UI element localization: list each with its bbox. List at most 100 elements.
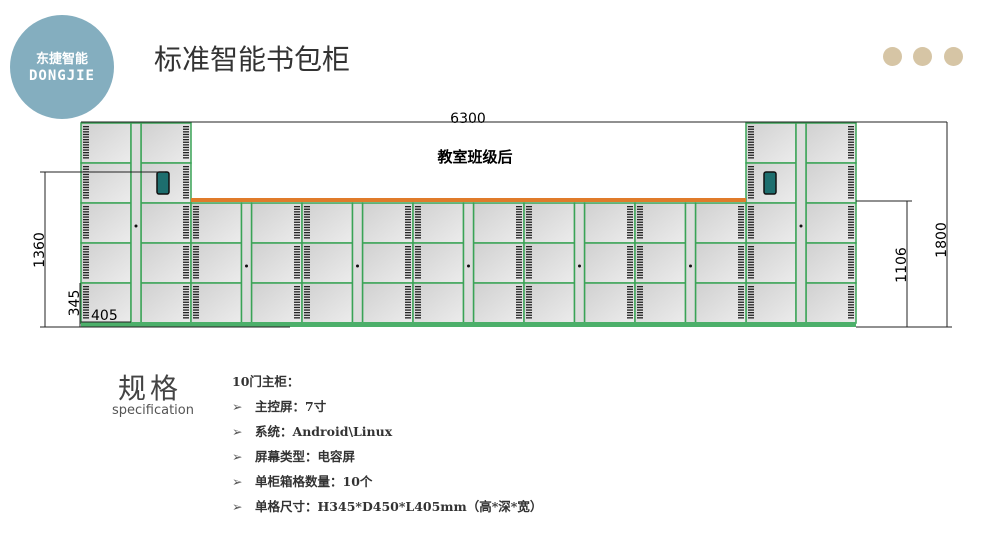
vent-slot xyxy=(848,312,854,314)
vent-slot xyxy=(848,251,854,253)
vent-slot xyxy=(83,309,89,311)
vent-slot xyxy=(83,253,89,256)
vent-slot xyxy=(294,264,300,266)
cabinet-strip xyxy=(240,202,253,324)
vent-slot xyxy=(848,237,854,239)
vent-slot xyxy=(738,274,744,276)
vent-slot xyxy=(193,256,199,258)
vent-slot xyxy=(193,314,199,316)
vent-slot xyxy=(294,208,300,210)
spec-heading: 规格 xyxy=(118,372,183,405)
vent-slot xyxy=(627,301,633,303)
vent-slot xyxy=(627,299,633,301)
vent-slot xyxy=(748,149,754,151)
vent-slot xyxy=(83,251,89,253)
vent-slot xyxy=(294,206,300,208)
vent-slot xyxy=(83,296,89,298)
vent-slot xyxy=(748,171,754,173)
vent-slot xyxy=(83,304,89,306)
arrow-right-icon: ➢ xyxy=(232,499,243,514)
vent-slot xyxy=(304,317,310,319)
vent-slot xyxy=(304,269,310,271)
vent-slot xyxy=(738,224,744,226)
vent-slot xyxy=(183,306,189,309)
vent-slot xyxy=(405,219,411,221)
vent-slot xyxy=(748,154,754,156)
spec-heading-en: specification xyxy=(112,403,194,418)
vent-slot xyxy=(526,286,532,288)
vent-slot xyxy=(83,152,89,154)
vent-slot xyxy=(848,197,854,199)
spec-list: 10门主柜： ➢主控屏：7寸 ➢系统：Android\Linux ➢屏幕类型：电… xyxy=(232,373,542,523)
vent-slot xyxy=(516,306,522,309)
vent-slot xyxy=(405,277,411,279)
vent-slot xyxy=(637,312,643,314)
vent-slot xyxy=(848,194,854,196)
vent-slot xyxy=(304,206,310,208)
vent-slot xyxy=(294,293,300,296)
locker-door xyxy=(80,162,132,204)
vent-slot xyxy=(405,237,411,239)
vent-slot xyxy=(848,226,854,229)
vent-slot xyxy=(415,251,421,253)
vent-slot xyxy=(627,213,633,216)
vent-slot xyxy=(627,269,633,271)
vent-slot xyxy=(294,286,300,288)
vent-slot xyxy=(848,176,854,178)
vent-slot xyxy=(304,248,310,250)
locker-door xyxy=(583,242,636,284)
vent-slot xyxy=(83,256,89,258)
vent-slot xyxy=(83,286,89,288)
vent-slot xyxy=(83,206,89,208)
vent-slot xyxy=(637,256,643,258)
vent-slot xyxy=(848,234,854,236)
vent-slot xyxy=(304,208,310,210)
vent-slot xyxy=(304,226,310,229)
vent-slot xyxy=(637,293,643,296)
vent-slot xyxy=(627,251,633,253)
vent-slot xyxy=(83,229,89,231)
vent-slot xyxy=(415,272,421,274)
vent-slot xyxy=(637,253,643,256)
locker-door xyxy=(634,282,687,324)
vent-slot xyxy=(748,272,754,274)
vent-slot xyxy=(627,312,633,314)
locker-door xyxy=(805,242,857,284)
vent-slot xyxy=(83,192,89,194)
vent-slot xyxy=(637,286,643,288)
vent-slot xyxy=(516,312,522,314)
vent-slot xyxy=(83,269,89,271)
vent-slot xyxy=(748,192,754,194)
vent-slot xyxy=(738,304,744,306)
vent-slot xyxy=(748,288,754,290)
vent-slot xyxy=(627,304,633,306)
arrow-right-icon: ➢ xyxy=(232,474,243,489)
vent-slot xyxy=(748,141,754,143)
vent-slot xyxy=(526,304,532,306)
vent-slot xyxy=(637,234,643,236)
vent-slot xyxy=(415,237,421,239)
vent-slot xyxy=(415,288,421,290)
locker-door xyxy=(412,242,465,284)
vent-slot xyxy=(304,232,310,234)
vent-slot xyxy=(748,306,754,309)
vent-slot xyxy=(848,274,854,276)
arrow-right-icon: ➢ xyxy=(232,449,243,464)
vent-slot xyxy=(627,259,633,261)
vent-slot xyxy=(183,288,189,290)
vent-slot xyxy=(748,296,754,298)
vent-slot xyxy=(748,253,754,256)
vent-slot xyxy=(193,246,199,248)
vent-slot xyxy=(294,266,300,269)
locker-door xyxy=(80,282,132,324)
vent-slot xyxy=(183,189,189,191)
vent-slot xyxy=(183,251,189,253)
dim-cell-h: 345 xyxy=(67,290,83,317)
vent-slot xyxy=(304,312,310,314)
vent-slot xyxy=(627,309,633,311)
vent-slot xyxy=(183,171,189,173)
vent-slot xyxy=(627,306,633,309)
vent-slot xyxy=(848,272,854,274)
vent-slot xyxy=(294,256,300,258)
vent-slot xyxy=(83,261,89,263)
